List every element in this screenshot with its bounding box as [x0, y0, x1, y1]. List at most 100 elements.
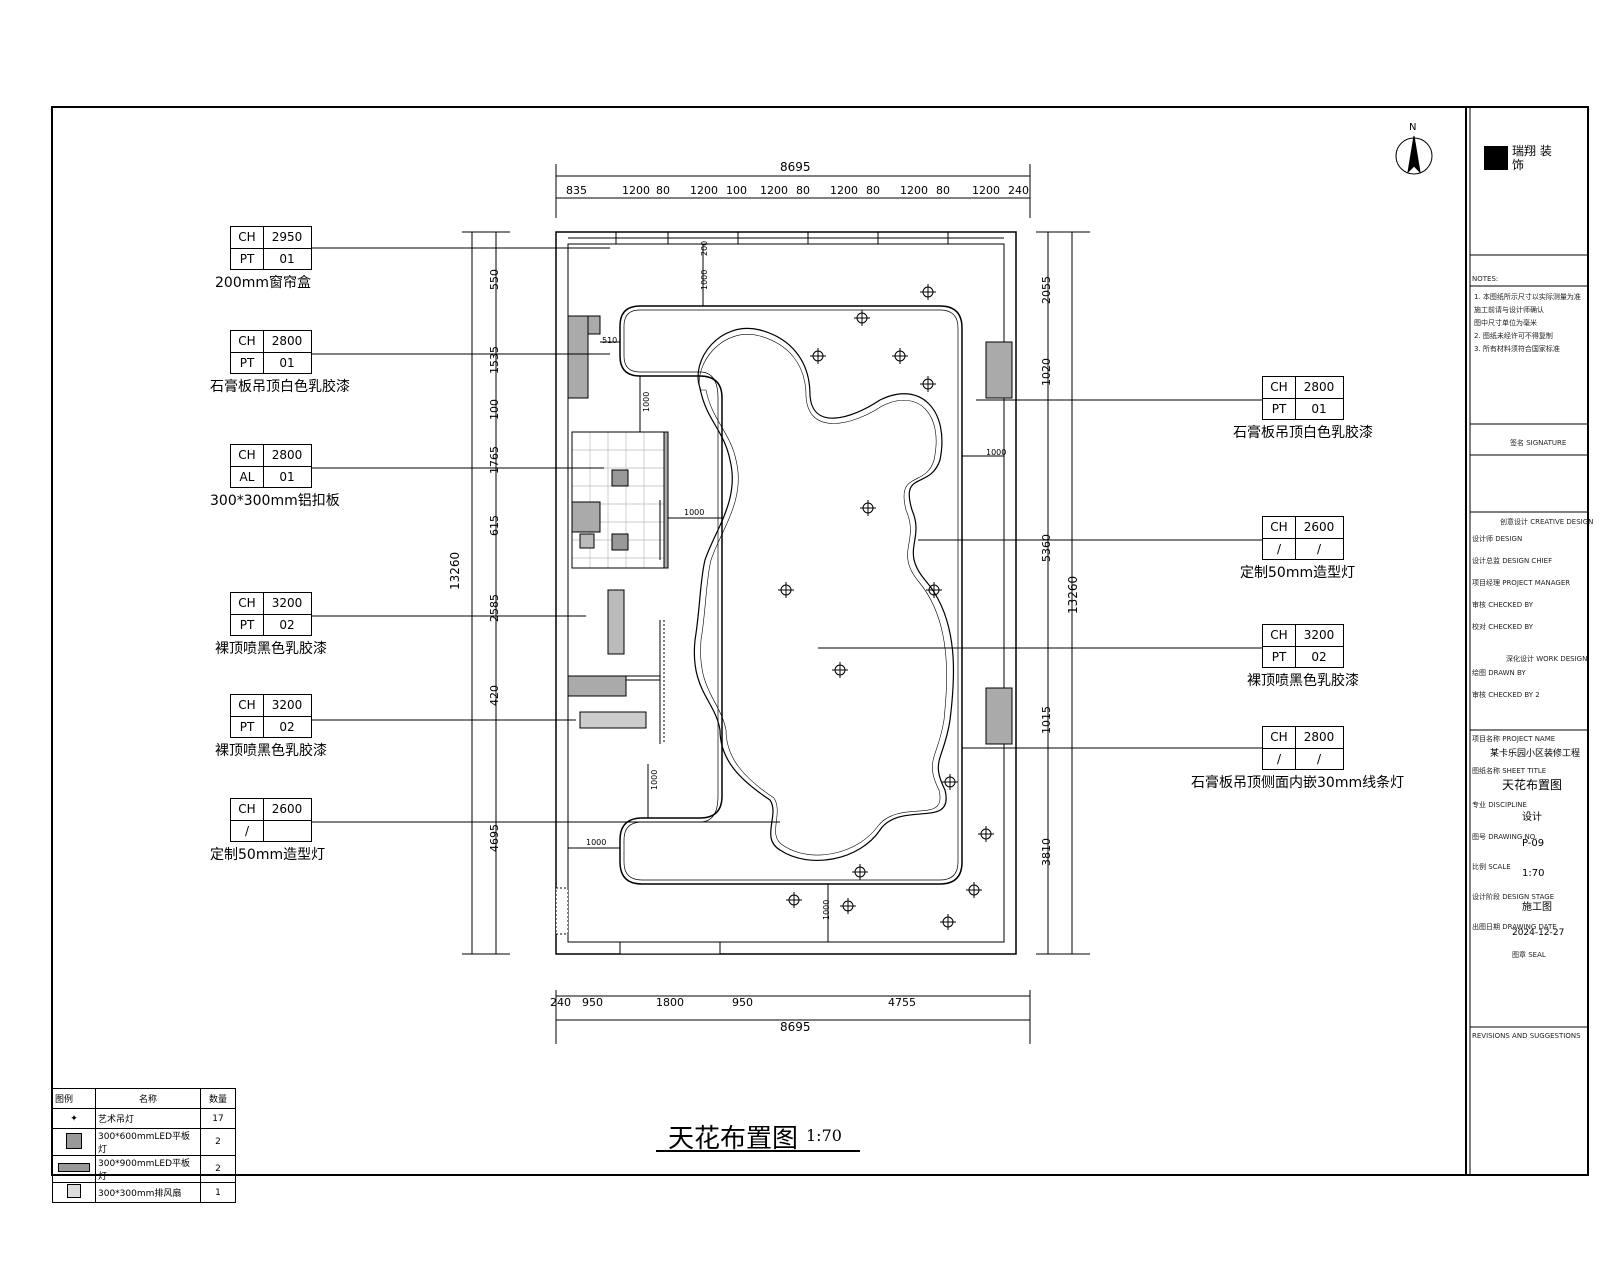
tag-ch-key: CH	[1263, 727, 1296, 749]
pendant-light-icon	[942, 774, 958, 790]
tag-code-key: /	[231, 821, 264, 842]
left-dim-segment: 1765	[488, 446, 501, 474]
company-name: 瑞翔 装饰	[1512, 144, 1552, 172]
custom-pendant-light-shape	[693, 327, 955, 861]
drawing-no-label: 图号 DRAWING NO.	[1472, 833, 1538, 841]
tag-ch-value: 3200	[263, 695, 311, 717]
tag-label: 石膏板吊顶白色乳胶漆	[210, 379, 350, 395]
tag-code-value	[263, 821, 311, 842]
inner-dim: 1000	[700, 269, 709, 290]
top-dim-segment: 1200	[972, 184, 1000, 197]
tag-code-value: 01	[1311, 402, 1327, 416]
top-dim-segment: 1200	[760, 184, 788, 197]
pendant-light-icon	[966, 882, 982, 898]
tag-code-value: 02	[279, 720, 295, 734]
work-design-row: 绘图 DRAWN BY	[1472, 669, 1526, 677]
top-dim-segment: 80	[866, 184, 880, 197]
inner-dim: 1000	[586, 838, 607, 847]
discipline: 设计	[1522, 812, 1542, 823]
design-row: 设计总监 DESIGN CHIEF	[1472, 557, 1553, 565]
top-dim-segment: 1200	[830, 184, 858, 197]
tag-label: 300*300mm铝扣板	[210, 493, 340, 509]
pendant-light-icon: ✦	[52, 1108, 96, 1129]
sheet-title: 天花布置图	[1502, 778, 1563, 792]
top-dim-segment: 80	[936, 184, 950, 197]
seal-label: 图章 SEAL	[1512, 951, 1546, 959]
tag-code-key: PT	[1263, 399, 1296, 420]
drawing-no: P-09	[1522, 838, 1545, 849]
bottom-total-dimension: 8695	[780, 1020, 811, 1034]
creative-design-label: 创意设计 CREATIVE DESIGN	[1500, 518, 1594, 526]
inner-dim: 1000	[986, 448, 1007, 457]
north-arrow-icon	[1395, 135, 1433, 175]
tag-ch-key: CH	[231, 799, 264, 821]
top-dim-segment: 100	[726, 184, 747, 197]
panel-light-long-icon	[52, 1155, 96, 1183]
tag-code-key: /	[1263, 749, 1296, 770]
tag-label: 裸顶喷黑色乳胶漆	[1247, 673, 1359, 689]
bottom-dim-segment: 4755	[888, 996, 916, 1009]
right-total-dimension: 13260	[1066, 575, 1080, 614]
top-dim-segment: 1200	[900, 184, 928, 197]
bottom-dim-segment: 950	[732, 996, 753, 1009]
tag-label: 裸顶喷黑色乳胶漆	[215, 743, 327, 759]
design-row: 设计师 DESIGN	[1472, 535, 1523, 543]
interior-elements	[567, 244, 1013, 942]
left-dim-segment: 1535	[488, 346, 501, 374]
date-label: 出图日期 DRAWING DATE	[1472, 923, 1557, 931]
scale-label: 比例 SCALE	[1472, 863, 1511, 871]
tag-ch-value: 2800	[263, 331, 311, 353]
signature-label: 签名 SIGNATURE	[1510, 439, 1567, 447]
tag-ch-key: CH	[231, 227, 264, 249]
right-dim-segment: 1020	[1040, 358, 1053, 386]
tag-ch-value: 2950	[263, 227, 311, 249]
tag-code-value: 01	[279, 470, 295, 484]
tag-ch-value: 2800	[1295, 727, 1343, 749]
room-walls	[555, 231, 1017, 955]
tag-code-key: AL	[231, 467, 264, 488]
legend-header-qty: 数量	[200, 1088, 236, 1109]
tag-ch-value: 3200	[263, 593, 311, 615]
tag-ch-value: 2800	[263, 445, 311, 467]
right-dim-segment: 1015	[1040, 706, 1053, 734]
stage-label: 设计阶段 DESIGN STAGE	[1472, 893, 1555, 901]
tag-code-value: 01	[279, 252, 295, 266]
inner-dim: 510	[602, 336, 618, 345]
tag-label: 200mm窗帘盒	[215, 275, 311, 291]
top-dim-segment: 80	[796, 184, 810, 197]
tag-code-key: PT	[231, 615, 264, 636]
right-dim-segment: 2055	[1040, 276, 1053, 304]
tag-ch-key: CH	[1263, 625, 1296, 647]
pendant-light-icon	[852, 864, 868, 880]
tag-code-key: PT	[231, 249, 264, 270]
pendant-light-icon	[778, 582, 794, 598]
drawing-date: 2024-12-27	[1512, 928, 1565, 938]
scale-value: 1:70	[1522, 868, 1545, 879]
note-line: 1. 本图纸所示尺寸以实际测量为准	[1474, 293, 1581, 301]
tag-label: 定制50mm造型灯	[1240, 565, 1356, 581]
tag-code-key: PT	[1263, 647, 1296, 668]
inner-dim: 1000	[650, 769, 659, 790]
bottom-dim-segment: 950	[582, 996, 603, 1009]
inner-dim: 200	[700, 240, 709, 256]
tag-code-value: /	[1316, 542, 1322, 556]
top-dim-segment: 1200	[690, 184, 718, 197]
tag-code-value: 02	[1311, 650, 1327, 664]
tag-ch-key: CH	[231, 695, 264, 717]
inner-dim: 1000	[642, 391, 651, 412]
legend-header-name: 名称	[95, 1088, 201, 1109]
left-dim-segment: 615	[488, 515, 501, 536]
north-label: N	[1409, 122, 1417, 133]
tag-ch-key: CH	[1263, 377, 1296, 399]
tag-code-key: PT	[231, 717, 264, 738]
